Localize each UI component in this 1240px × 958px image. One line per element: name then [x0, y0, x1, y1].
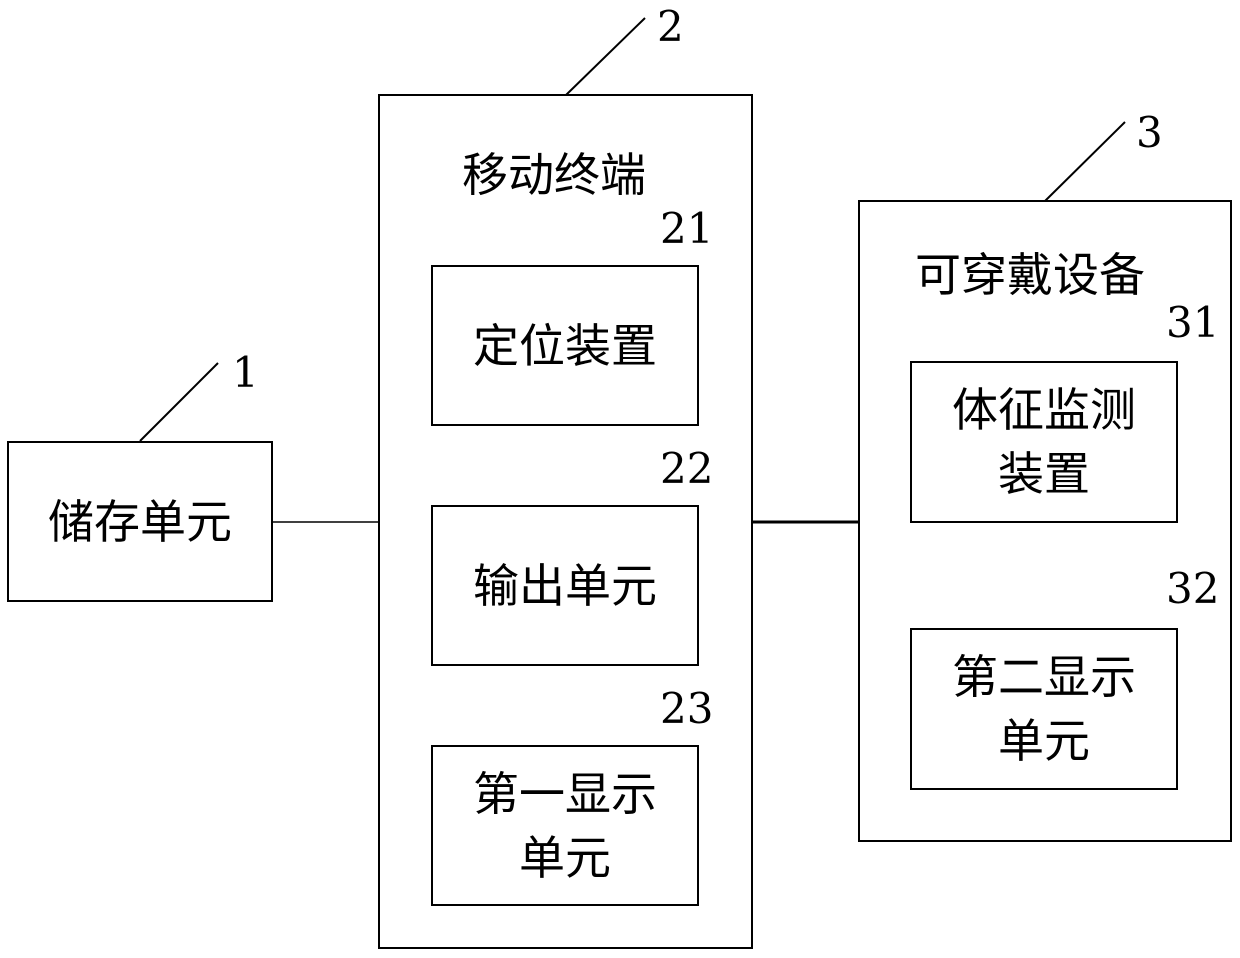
vital-sign-line1: 体征监测	[952, 378, 1136, 442]
output-unit-box: 输出单元	[431, 505, 699, 666]
first-display-unit-box: 第一显示 单元	[431, 745, 699, 906]
positioning-device-box: 定位装置	[431, 265, 699, 426]
ref-23: 23	[660, 688, 713, 730]
ref-1: 1	[232, 352, 259, 394]
ref-21: 21	[660, 208, 713, 250]
ref-32: 32	[1166, 568, 1219, 610]
second-display-line2: 单元	[998, 709, 1090, 773]
leader-2	[566, 18, 645, 95]
storage-unit-label: 储存单元	[48, 490, 232, 554]
ref-2: 2	[657, 6, 684, 48]
storage-unit-box: 储存单元	[7, 441, 273, 602]
second-display-line1: 第二显示	[952, 645, 1136, 709]
ref-3: 3	[1136, 112, 1163, 154]
ref-22: 22	[660, 448, 713, 490]
leader-1	[140, 363, 218, 441]
first-display-line2: 单元	[519, 826, 611, 890]
vital-sign-monitor-box: 体征监测 装置	[910, 361, 1178, 523]
output-unit-label: 输出单元	[473, 554, 657, 618]
wearable-device-title: 可穿戴设备	[915, 252, 1145, 298]
mobile-terminal-title: 移动终端	[462, 152, 646, 198]
positioning-device-label: 定位装置	[473, 314, 657, 378]
first-display-line1: 第一显示	[473, 762, 657, 826]
second-display-unit-box: 第二显示 单元	[910, 628, 1178, 790]
leader-3	[1045, 122, 1125, 201]
ref-31: 31	[1166, 302, 1219, 344]
vital-sign-line2: 装置	[998, 442, 1090, 506]
